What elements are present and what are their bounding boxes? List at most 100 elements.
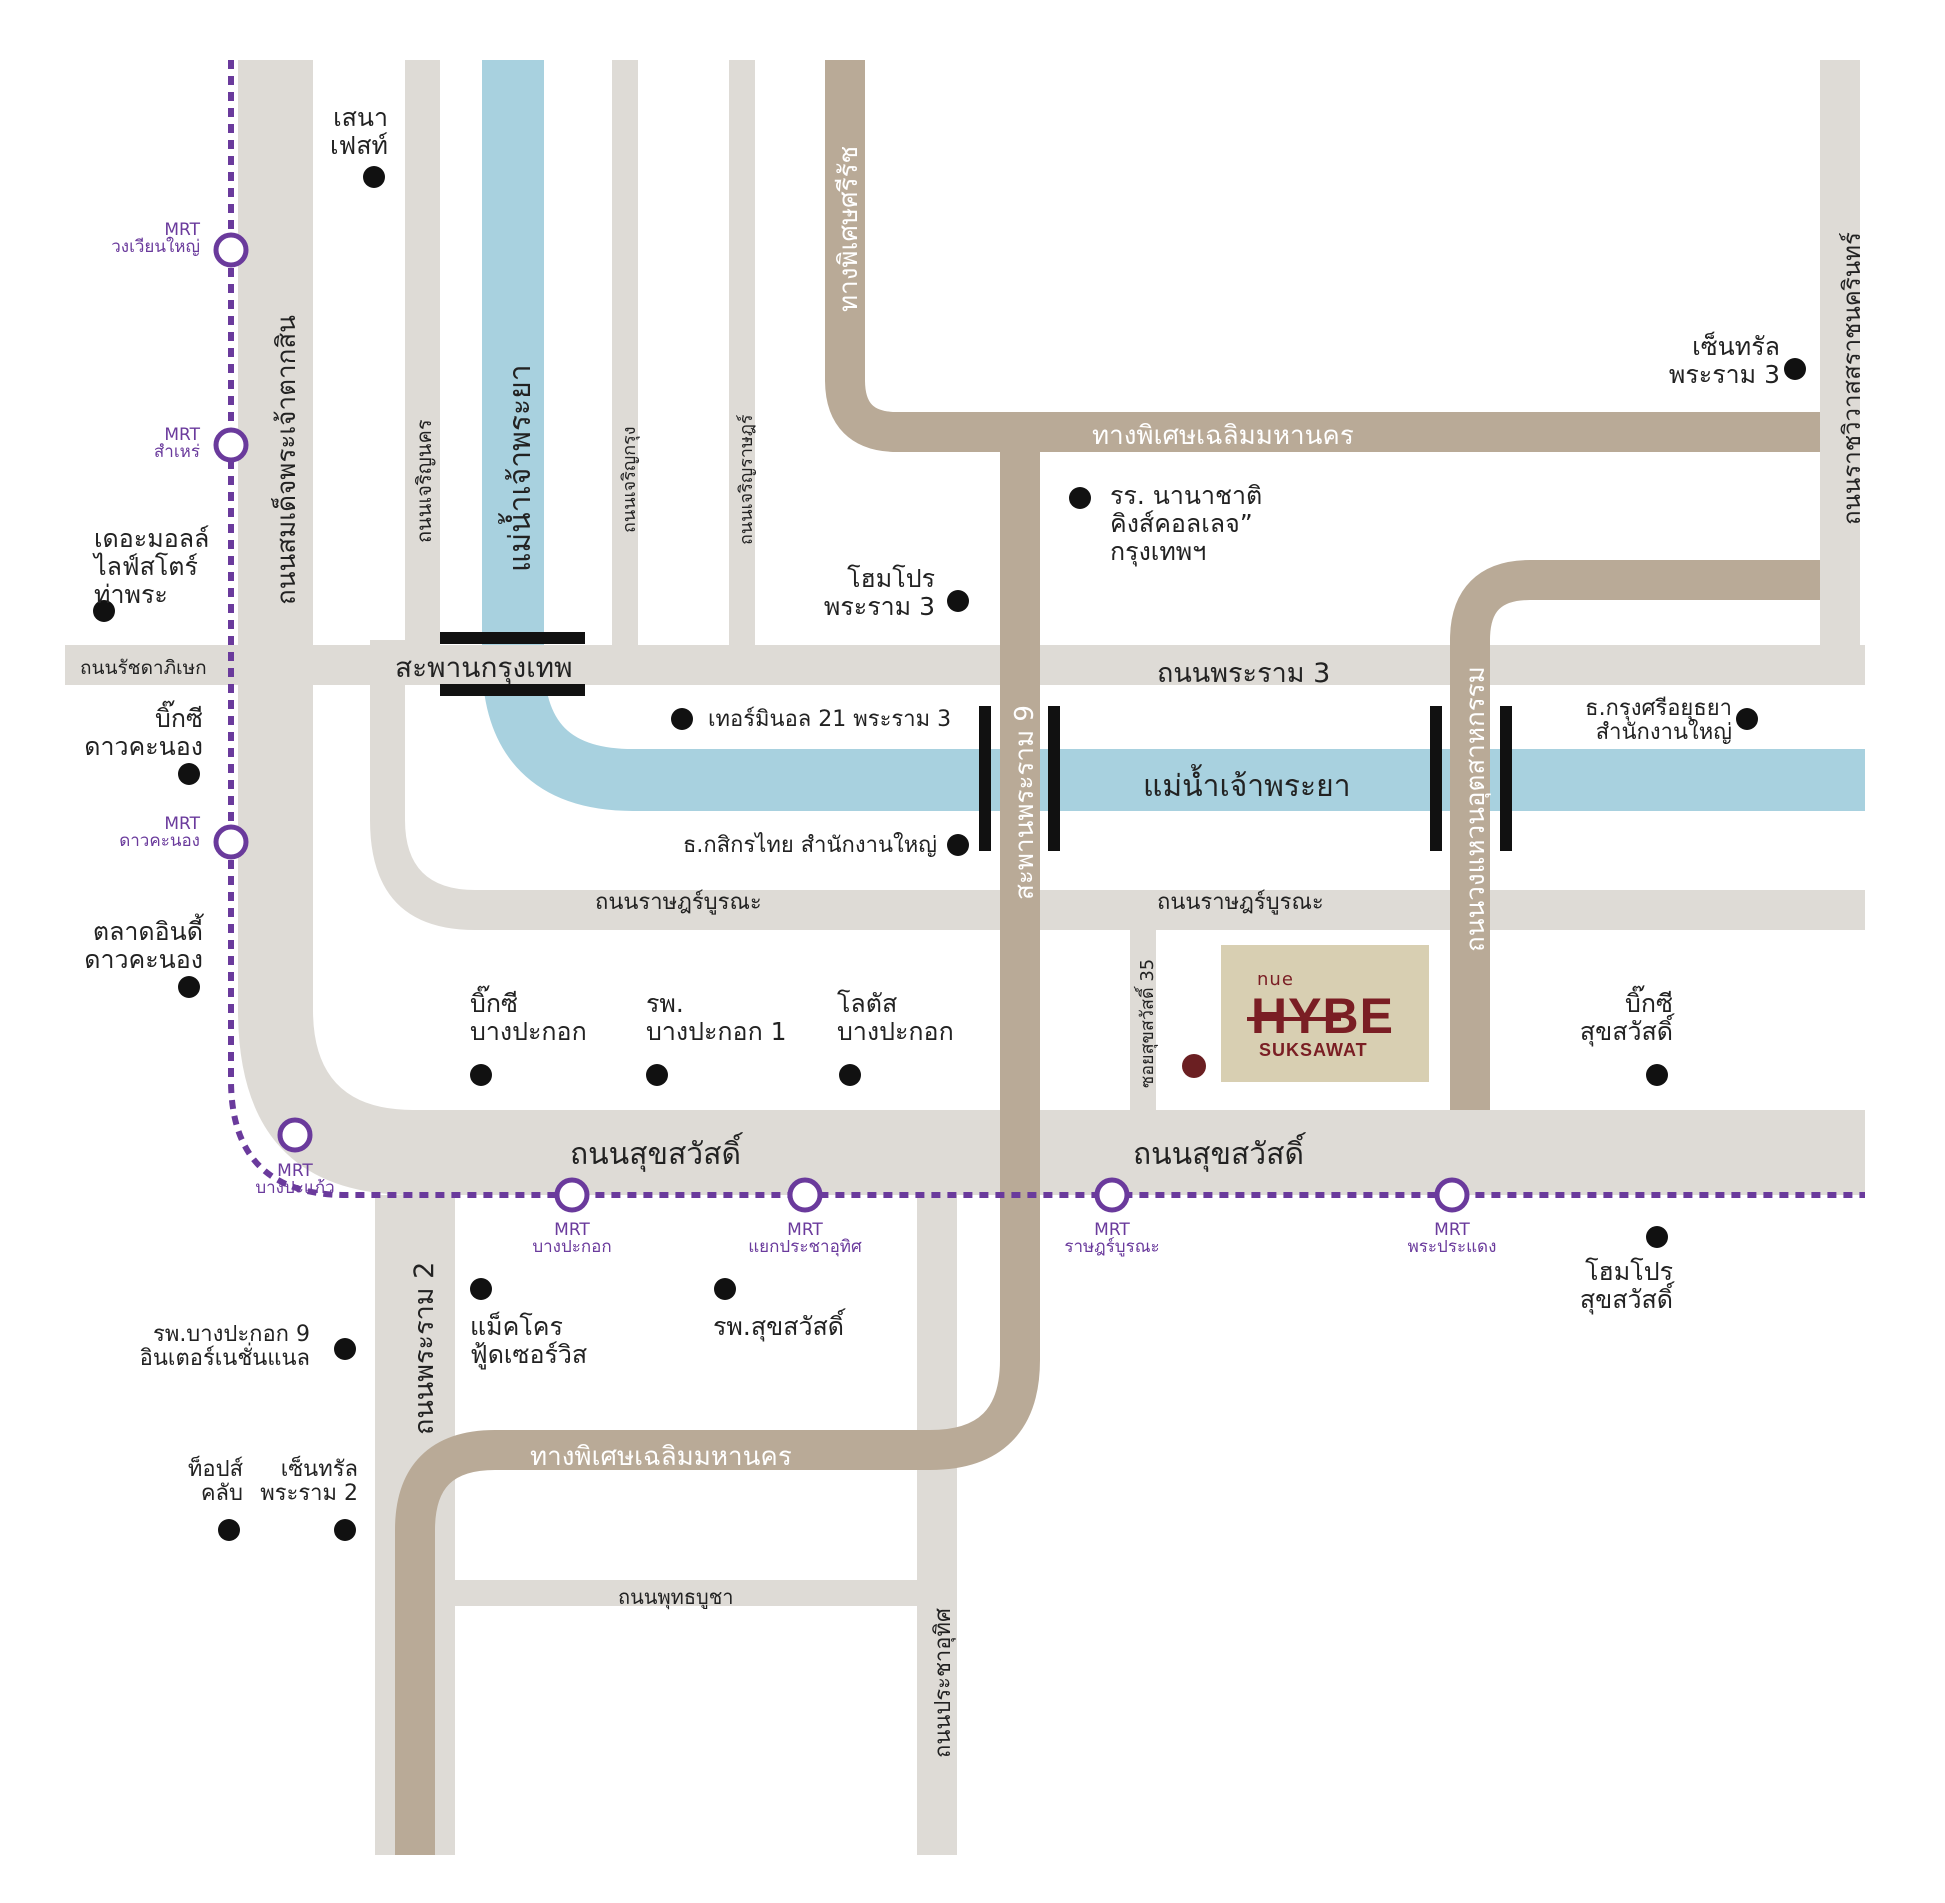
expressway-rama9	[395, 452, 1040, 1855]
project-logo: nue HYBE SUKSAWAT	[1221, 945, 1429, 1082]
poi-homepro-rama3: โฮมโปรพระราม 3	[823, 564, 935, 621]
bridge-ring-right	[1500, 706, 1512, 851]
label-charoenrat: ถนนเจริญราษฎร์	[736, 414, 757, 545]
poi-dot-lotus-bpk	[839, 1064, 861, 1086]
bridge-rama9-left	[979, 706, 991, 851]
label-rama3: ถนนพระราม 3	[1157, 658, 1331, 689]
label-rama2: ถนนพระราม 2	[409, 1261, 440, 1435]
poi-bigc-bpk: บิ๊กซีบางปะกอก	[470, 989, 587, 1046]
poi-dot-tops	[218, 1519, 240, 1541]
poi-lotus-bpk: โลตัสบางปะกอก	[837, 989, 954, 1046]
poi-dot-homepro-rama3	[947, 590, 969, 612]
road-prachauthit	[917, 1195, 957, 1855]
label-somdet: ถนนสมเด็จพระเจ้าตากสิน	[272, 315, 302, 605]
label-river-horizontal: แม่น้ำเจ้าพระยา	[1143, 769, 1351, 804]
poi-central-rama2: เซ็นทรัลพระราม 2	[260, 1457, 358, 1506]
road-industrial-ring	[1450, 560, 1820, 1110]
poi-kings-college: รร. นานาชาติคิงส์คอลเลจ”กรุงเทพฯ	[1110, 481, 1263, 566]
poi-central-rama3: เซ็นทรัลพระราม 3	[1668, 332, 1780, 389]
mrt-station-wongwian	[213, 232, 249, 268]
mrt-station-yaekpracha	[787, 1177, 823, 1213]
label-ratburana-left: ถนนราษฎร์บูรณะ	[595, 890, 762, 915]
project-location-dot	[1182, 1054, 1206, 1078]
poi-dot-suksawat-hosp	[714, 1278, 736, 1300]
mrt-purple-line	[228, 60, 1865, 1198]
label-rama-bridge-road: ถนนราชวิวาสสราชนครินทร์	[1838, 232, 1866, 525]
project-logo-brand: HYBE	[1251, 988, 1394, 1044]
poi-bpk1: รพ.บางปะกอก 1	[646, 989, 787, 1046]
poi-dot-krungsri	[1736, 708, 1758, 730]
expressway-srirat-chalerm	[825, 60, 1820, 452]
poi-dot-homepro-suk	[1646, 1226, 1668, 1248]
poi-dot-kasikorn	[947, 834, 969, 856]
poi-mall-thapra: เดอะมอลล์ไลฟ์สโตร์ท่าพระ	[94, 524, 210, 609]
bridge-rama9-right	[1048, 706, 1060, 851]
poi-dot-bpk9	[334, 1338, 356, 1360]
poi-talad-indy: ตลาดอินดี้ดาวคะนอง	[84, 917, 203, 974]
poi-dot-bigc-dao	[178, 763, 200, 785]
poi-bigc-dao: บิ๊กซีดาวคะนอง	[84, 704, 203, 761]
mrt-station-bangpakok	[554, 1177, 590, 1213]
label-suksawat-right: ถนนสุขสวัสดิ์	[1133, 1137, 1304, 1172]
road-rama3	[65, 645, 1865, 685]
poi-dot-talad-indy	[178, 976, 200, 998]
project-logo-prefix: nue	[1257, 969, 1294, 990]
poi-krungsri: ธ.กรุงศรีอยุธยาสำนักงานใหญ่	[1585, 696, 1732, 745]
roads	[65, 60, 1865, 1855]
poi-senafest: เสนาเฟสท์	[330, 103, 388, 160]
mrt-station-samre	[213, 427, 249, 463]
poi-dot-bigc-suk	[1646, 1064, 1668, 1086]
project-logo-strike	[1247, 1017, 1341, 1021]
label-river-vertical: แม่น้ำเจ้าพระยา	[503, 364, 538, 572]
mrt-station-ratburana	[1094, 1177, 1130, 1213]
poi-terminal21: เทอร์มินอล 21 พระราม 3	[708, 707, 952, 732]
label-prachauthit: ถนนประชาอุทิศ	[931, 1608, 956, 1758]
poi-dot-terminal21	[671, 708, 693, 730]
poi-dot-bigc-bpk	[470, 1064, 492, 1086]
mrt-station-phrapradaeng	[1434, 1177, 1470, 1213]
poi-homepro-suk: โฮมโปรสุขสวัสดิ์	[1579, 1257, 1673, 1314]
road-ratburana	[370, 640, 1865, 930]
poi-kasikorn: ธ.กสิกรไทย สำนักงานใหญ่	[682, 833, 937, 858]
poi-markers	[93, 166, 1806, 1541]
poi-dot-central-rama2	[334, 1519, 356, 1541]
label-charoenkrung: ถนนเจริญกรุง	[619, 426, 640, 533]
bridge-krungthep-top	[440, 632, 585, 644]
poi-dot-kings-college	[1069, 487, 1091, 509]
label-industrial-ring: ถนนวงแหวนอุตสาหกรรม	[1461, 666, 1491, 952]
label-expressway-chalerm-bottom: ทางพิเศษเฉลิมมหานคร	[530, 1442, 792, 1472]
road-far-right	[1820, 60, 1860, 660]
mrt-station-daokhanong	[213, 824, 249, 860]
label-expressway-chalerm-top: ทางพิเศษเฉลิมมหานคร	[1092, 421, 1354, 451]
poi-makro: แม็คโครฟู้ดเซอร์วิส	[470, 1312, 588, 1369]
label-soi35: ซอยสุขสวัสดิ์ 35	[1137, 958, 1158, 1088]
poi-dot-bpk1	[646, 1064, 668, 1086]
mrt-station-markers	[213, 232, 1470, 1213]
label-bridge-rama9: สะพานพระราม 9	[1010, 705, 1040, 900]
label-ratchadaphisek: ถนนรัชดาภิเษก	[80, 657, 207, 679]
poi-tops: ท็อปส์คลับ	[187, 1457, 243, 1506]
poi-dot-central-rama3	[1784, 358, 1806, 380]
poi-dot-makro	[470, 1278, 492, 1300]
poi-bigc-suk: บิ๊กซีสุขสวัสดิ์	[1579, 989, 1673, 1046]
label-phutthabucha: ถนนพุทธบูชา	[618, 1585, 734, 1609]
road-phutthabucha	[455, 1580, 917, 1606]
label-ratburana-right: ถนนราษฎร์บูรณะ	[1157, 890, 1324, 915]
bridge-krungthep-bottom	[440, 684, 585, 696]
poi-suksawat-hosp: รพ.สุขสวัสดิ์	[713, 1312, 844, 1341]
label-expressway-srirat: ทางพิเศษศรีรัช	[834, 145, 864, 312]
poi-dot-mall-thapra	[93, 600, 115, 622]
bridge-ring-left	[1430, 706, 1442, 851]
project-logo-sub: SUKSAWAT	[1259, 1040, 1368, 1060]
